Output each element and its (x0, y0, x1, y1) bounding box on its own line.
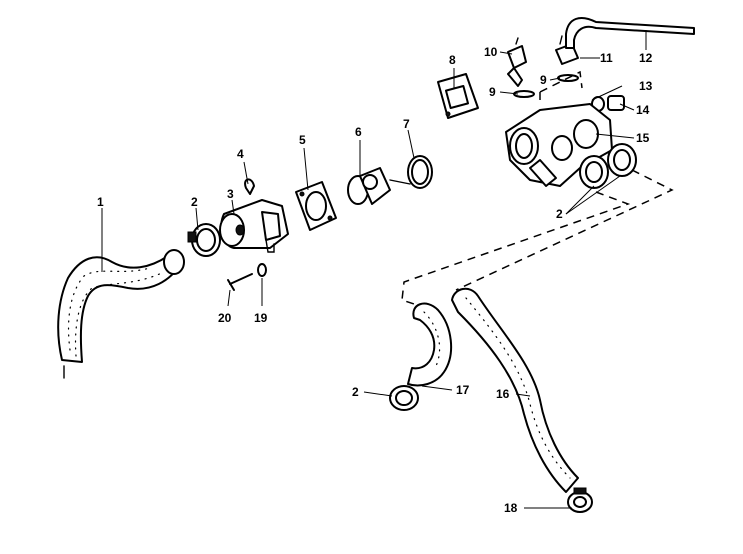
callout-20: 20 (218, 311, 232, 325)
callout-9-lower: 9 (489, 85, 496, 99)
part-5-gasket (295, 181, 337, 231)
part-16-long-hose (451, 287, 579, 493)
part-2-clamp-bottom (389, 385, 419, 411)
callout-19: 19 (254, 311, 268, 325)
part-13-14-washer-plug (591, 95, 625, 112)
part-2-clamps-right (579, 143, 637, 189)
part-18-clamp (567, 487, 593, 513)
callout-8: 8 (449, 53, 456, 67)
part-3-thermostat-housing (219, 199, 289, 253)
callout-11: 11 (600, 51, 613, 65)
callout-16: 16 (496, 387, 510, 401)
callout-15: 15 (636, 131, 650, 145)
part-12-vent-hose (565, 17, 695, 49)
callout-4: 4 (237, 147, 244, 161)
callout-1: 1 (97, 195, 104, 209)
callout-10: 10 (484, 45, 498, 59)
part-10-temperature-sender (507, 37, 527, 87)
callout-9-upper: 9 (540, 73, 547, 87)
callout-6: 6 (355, 125, 362, 139)
callout-14: 14 (636, 103, 650, 117)
callout-2-bottom-clamp: 2 (352, 385, 359, 399)
callout-18: 18 (504, 501, 518, 515)
part-17-short-hose (407, 302, 453, 387)
part-1-hose (57, 249, 185, 379)
callout-labels: 1 2 3 4 5 6 7 8 9 9 10 11 12 13 14 15 2 … (97, 45, 653, 515)
callout-13: 13 (639, 79, 653, 93)
callout-17: 17 (456, 383, 470, 397)
callout-2-left-clamp: 2 (191, 195, 198, 209)
part-7-sealing-ring (407, 155, 433, 189)
callout-5: 5 (299, 133, 306, 147)
leader-lines (101, 30, 647, 509)
callout-12: 12 (639, 51, 653, 65)
part-8-cover-gasket (437, 73, 479, 119)
part-19-20-washer-bolt (227, 263, 267, 291)
callout-2-right-clamps: 2 (556, 207, 563, 221)
assembly-dash-lines (401, 169, 674, 307)
part-2-clamp-left (187, 223, 221, 257)
callout-3: 3 (227, 187, 234, 201)
part-4-clip (244, 178, 255, 195)
callout-7: 7 (403, 117, 410, 131)
part-6-thermostat (347, 167, 411, 205)
